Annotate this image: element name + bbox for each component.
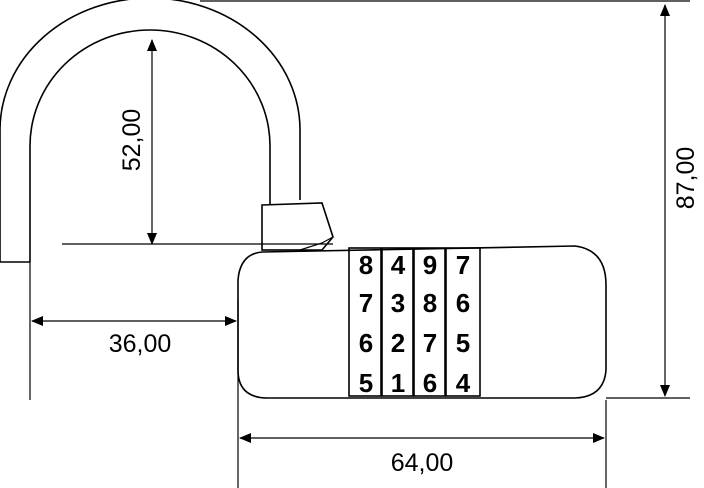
dial-digit: 2 <box>391 328 405 358</box>
dial-digit: 8 <box>423 288 437 318</box>
dial-digit: 4 <box>391 250 406 280</box>
dimension-shackle-offset: 36,00 <box>31 316 237 358</box>
dial-digit: 5 <box>456 328 470 358</box>
dial-2[interactable]: 9 8 7 6 <box>423 250 437 398</box>
dial-digit: 7 <box>359 288 373 318</box>
dial-1[interactable]: 4 3 2 1 <box>391 250 406 398</box>
dimension-body-width: 64,00 <box>239 433 605 477</box>
dimension-label-52: 52,00 <box>118 109 146 172</box>
dimension-label-87: 87,00 <box>672 147 700 210</box>
dial-digit: 4 <box>456 368 471 398</box>
dial-digit: 1 <box>391 368 405 398</box>
dial-digit: 3 <box>391 288 405 318</box>
dial-digit: 5 <box>359 368 373 398</box>
dial-slots <box>348 247 481 397</box>
dial-3[interactable]: 7 6 5 4 <box>456 250 471 398</box>
dimension-total-height: 87,00 <box>660 3 700 397</box>
lock-body <box>237 245 607 399</box>
dial-digit: 7 <box>456 250 470 280</box>
dimension-label-36: 36,00 <box>109 330 172 358</box>
dial-digit: 7 <box>423 328 437 358</box>
dial-digit: 6 <box>359 328 373 358</box>
shackle <box>0 0 301 263</box>
dial-0[interactable]: 8 7 6 5 <box>359 250 373 398</box>
dimension-shackle-height: 52,00 <box>118 39 157 245</box>
dial-digit: 9 <box>423 250 437 280</box>
dial-digit: 8 <box>359 250 373 280</box>
dial-digit: 6 <box>456 288 470 318</box>
extension-lines <box>29 0 690 488</box>
dial-digit: 6 <box>423 368 437 398</box>
dimension-label-64: 64,00 <box>391 449 454 477</box>
